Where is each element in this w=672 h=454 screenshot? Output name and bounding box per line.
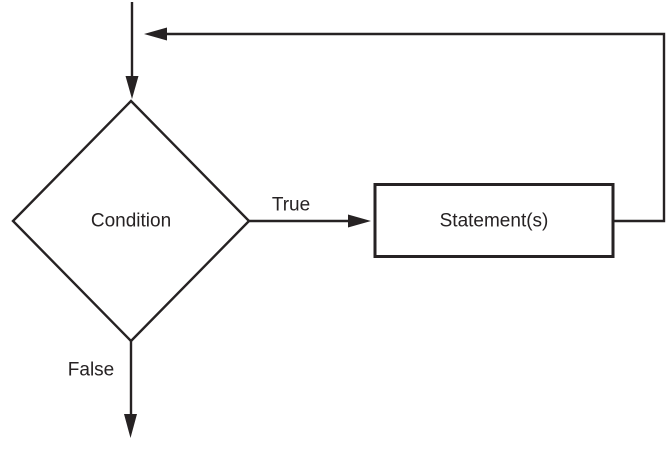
- condition-diamond-shape: [11, 99, 251, 343]
- statements-label: Statement(s): [439, 210, 549, 232]
- true-arrowhead-icon: [348, 214, 371, 228]
- entry-arrowhead-icon: [125, 76, 139, 99]
- true-edge-label: True: [271, 194, 311, 216]
- false-edge-label: False: [67, 359, 115, 381]
- loop-back-arrowhead-icon: [144, 27, 167, 41]
- condition-label: Condition: [90, 210, 172, 232]
- statements-box-shape: [373, 183, 615, 258]
- loop-back-line: [166, 32, 666, 223]
- false-arrowhead-icon: [124, 414, 137, 438]
